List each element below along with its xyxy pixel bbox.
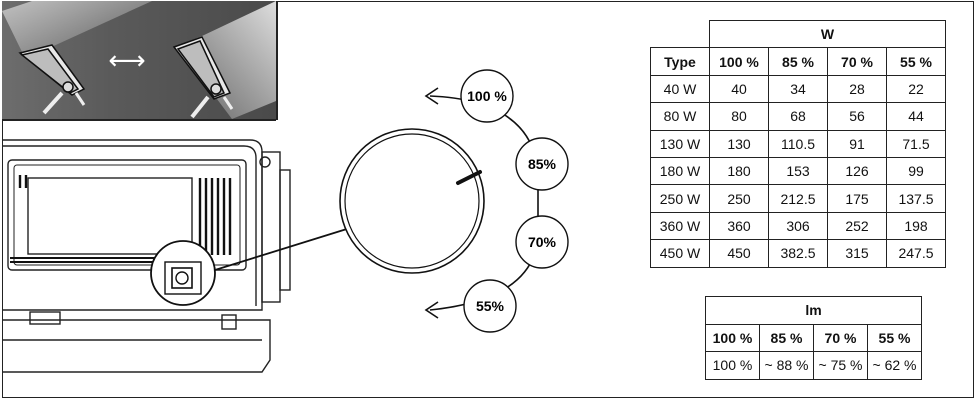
value-cell: 180 [709, 156, 769, 186]
bubble-85: 85% [515, 137, 569, 191]
photo-divider-vertical [276, 1, 278, 120]
label-55: 55% [476, 298, 505, 314]
value-cell: 28 [827, 74, 887, 104]
fixture-tilt-photo: ⟷ [2, 1, 276, 119]
watt-unit-header: W [709, 19, 946, 49]
lumen-cell: 100 % [705, 351, 760, 380]
light-beam-left [2, 1, 152, 56]
dimmer-knob-small [171, 267, 193, 289]
value-cell: 450 [709, 239, 769, 268]
col-header: 100 % [705, 323, 760, 352]
arrow-up-icon [424, 87, 439, 105]
value-cell: 80 [709, 102, 769, 131]
type-cell: 130 W [650, 129, 710, 158]
value-cell: 91 [827, 129, 887, 158]
value-cell: 71.5 [886, 129, 946, 158]
value-cell: 382.5 [768, 239, 828, 268]
lumen-table: lm 100 % 85 % 70 % 55 % 100 % ~ 88 % ~ 7… [705, 296, 922, 380]
heatsink-fins [18, 175, 232, 255]
driver-panel [27, 177, 193, 255]
value-cell: 247.5 [886, 239, 946, 268]
value-cell: 34 [768, 74, 828, 104]
col-header: 55 % [867, 323, 922, 352]
zoom-line-top [214, 227, 351, 271]
value-cell: 110.5 [768, 129, 828, 158]
dimmer-dial-inner-ring [344, 133, 480, 269]
value-cell: 126 [827, 156, 887, 186]
lumen-cell: ~ 62 % [867, 351, 922, 380]
col-header: 85 % [759, 323, 814, 352]
value-cell: 360 [709, 211, 769, 241]
tilt-arrow-icon: ⟷ [108, 46, 145, 76]
fixture-housing-drawing [2, 139, 291, 373]
value-cell: 175 [827, 184, 887, 213]
label-100: 100 % [467, 88, 507, 104]
bubble-100: 100 % [460, 69, 514, 123]
value-cell: 137.5 [886, 184, 946, 213]
value-cell: 252 [827, 211, 887, 241]
photo-divider-horizontal [2, 119, 276, 121]
value-cell: 68 [768, 102, 828, 131]
value-cell: 22 [886, 74, 946, 104]
label-85: 85% [528, 156, 557, 172]
value-cell: 198 [886, 211, 946, 241]
bubble-70: 70% [515, 215, 569, 269]
fixture-right [172, 36, 234, 119]
dial-pointer [456, 170, 482, 185]
type-cell: 80 W [650, 102, 710, 131]
col-header: 85 % [768, 47, 828, 76]
col-header: 100 % [709, 47, 769, 76]
value-cell: 44 [886, 102, 946, 131]
value-cell: 250 [709, 184, 769, 213]
arrow-down-icon [424, 301, 439, 319]
label-70: 70% [528, 234, 557, 250]
dimmer-housing [164, 261, 202, 295]
value-cell: 99 [886, 156, 946, 186]
value-cell: 56 [827, 102, 887, 131]
light-beam-right [177, 1, 276, 119]
col-header: 70 % [827, 47, 887, 76]
lumen-unit-header: lm [705, 296, 922, 325]
col-header: 70 % [813, 323, 868, 352]
value-cell: 130 [709, 129, 769, 158]
value-cell: 40 [709, 74, 769, 104]
dimmer-dial [339, 128, 485, 274]
type-header: Type [650, 47, 710, 76]
value-cell: 306 [768, 211, 828, 241]
lumen-cell: ~ 88 % [759, 351, 814, 380]
type-cell: 250 W [650, 184, 710, 213]
dimmer-knob-inner [175, 271, 189, 285]
value-cell: 153 [768, 156, 828, 186]
lumen-cell: ~ 75 % [813, 351, 868, 380]
value-cell: 315 [827, 239, 887, 268]
fixture-tilt-illustration: ⟷ [2, 1, 276, 119]
type-cell: 360 W [650, 211, 710, 241]
bubble-55: 55% [463, 279, 517, 333]
fixture-left [18, 44, 86, 115]
type-cell: 40 W [650, 74, 710, 104]
col-header: 55 % [886, 47, 946, 76]
type-cell: 450 W [650, 239, 710, 268]
type-cell: 180 W [650, 156, 710, 186]
value-cell: 212.5 [768, 184, 828, 213]
